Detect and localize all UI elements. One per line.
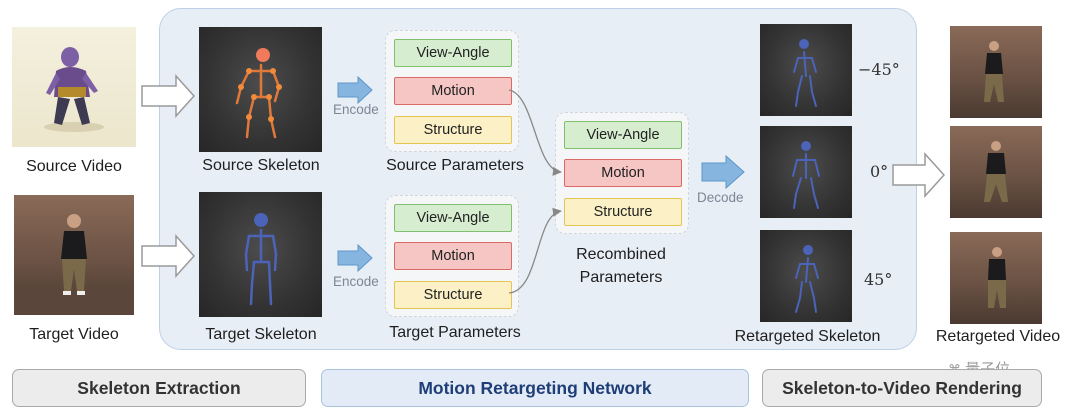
- blue-skeleton-figure: [244, 213, 278, 306]
- retargeted-skeleton-minus45: [760, 24, 852, 116]
- target-motion-param: Motion: [394, 242, 512, 270]
- retargeted-skeleton-45: [760, 230, 852, 322]
- retargeted-skeleton-figure-minus45: [793, 39, 817, 107]
- decode-label: Decode: [697, 190, 744, 205]
- target-skeleton-image: [199, 192, 322, 317]
- target-parameters-group: View-Angle Motion Structure: [385, 195, 519, 317]
- target-person-figure: [14, 214, 134, 315]
- orange-skeleton-figure: [235, 48, 282, 139]
- angle-label-45: 45°: [864, 270, 893, 289]
- recombined-view-angle-param: View-Angle: [564, 121, 682, 149]
- retargeted-video-frame-3: [950, 232, 1042, 324]
- source-character-figure: [44, 47, 104, 132]
- recombined-motion-param: Motion: [564, 159, 682, 187]
- source-video-caption: Source Video: [26, 158, 122, 175]
- retargeted-skeleton-figure-45: [795, 245, 819, 313]
- source-motion-param: Motion: [394, 77, 512, 105]
- source-parameters-group: View-Angle Motion Structure: [385, 30, 519, 152]
- recombined-caption-line2: Parameters: [579, 269, 663, 286]
- skeleton-extraction-stage: Skeleton Extraction: [12, 369, 306, 407]
- source-skeleton-caption: Source Skeleton: [202, 157, 320, 174]
- retargeted-video-frame-1: [950, 26, 1042, 118]
- retargeted-skeleton-figure-0: [792, 141, 820, 209]
- target-structure-param: Structure: [394, 281, 512, 309]
- target-video-frame: [14, 195, 134, 315]
- source-parameters-caption: Source Parameters: [386, 157, 524, 174]
- skeleton-to-video-rendering-stage: Skeleton-to-Video Rendering: [762, 369, 1042, 407]
- retargeted-person-figure-1: [984, 41, 1004, 102]
- source-video-frame: [12, 27, 136, 147]
- encode-label-top: Encode: [333, 102, 379, 117]
- retargeted-video-caption: Retargeted Video: [935, 328, 1061, 345]
- retargeted-video-frame-2: [950, 126, 1042, 218]
- retargeted-person-figure-2: [984, 141, 1008, 202]
- recombined-parameters-group: View-Angle Motion Structure: [555, 112, 689, 234]
- encode-label-bottom: Encode: [333, 274, 379, 289]
- source-structure-param: Structure: [394, 116, 512, 144]
- target-parameters-caption: Target Parameters: [389, 324, 521, 341]
- retargeted-skeleton-caption: Retargeted Skeleton: [734, 328, 881, 345]
- target-view-angle-param: View-Angle: [394, 204, 512, 232]
- retargeted-skeleton-0: [760, 126, 852, 218]
- target-video-caption: Target Video: [29, 326, 119, 343]
- source-skeleton-image: [199, 27, 322, 152]
- recombined-structure-param: Structure: [564, 198, 682, 226]
- motion-retargeting-network-stage: Motion Retargeting Network: [321, 369, 749, 407]
- recombined-caption-line1: Recombined: [576, 246, 666, 263]
- source-view-angle-param: View-Angle: [394, 39, 512, 67]
- angle-label-minus45: −45°: [858, 60, 900, 79]
- retargeted-person-figure-3: [988, 247, 1006, 308]
- target-skeleton-caption: Target Skeleton: [205, 326, 317, 343]
- angle-label-0: 0°: [870, 162, 889, 181]
